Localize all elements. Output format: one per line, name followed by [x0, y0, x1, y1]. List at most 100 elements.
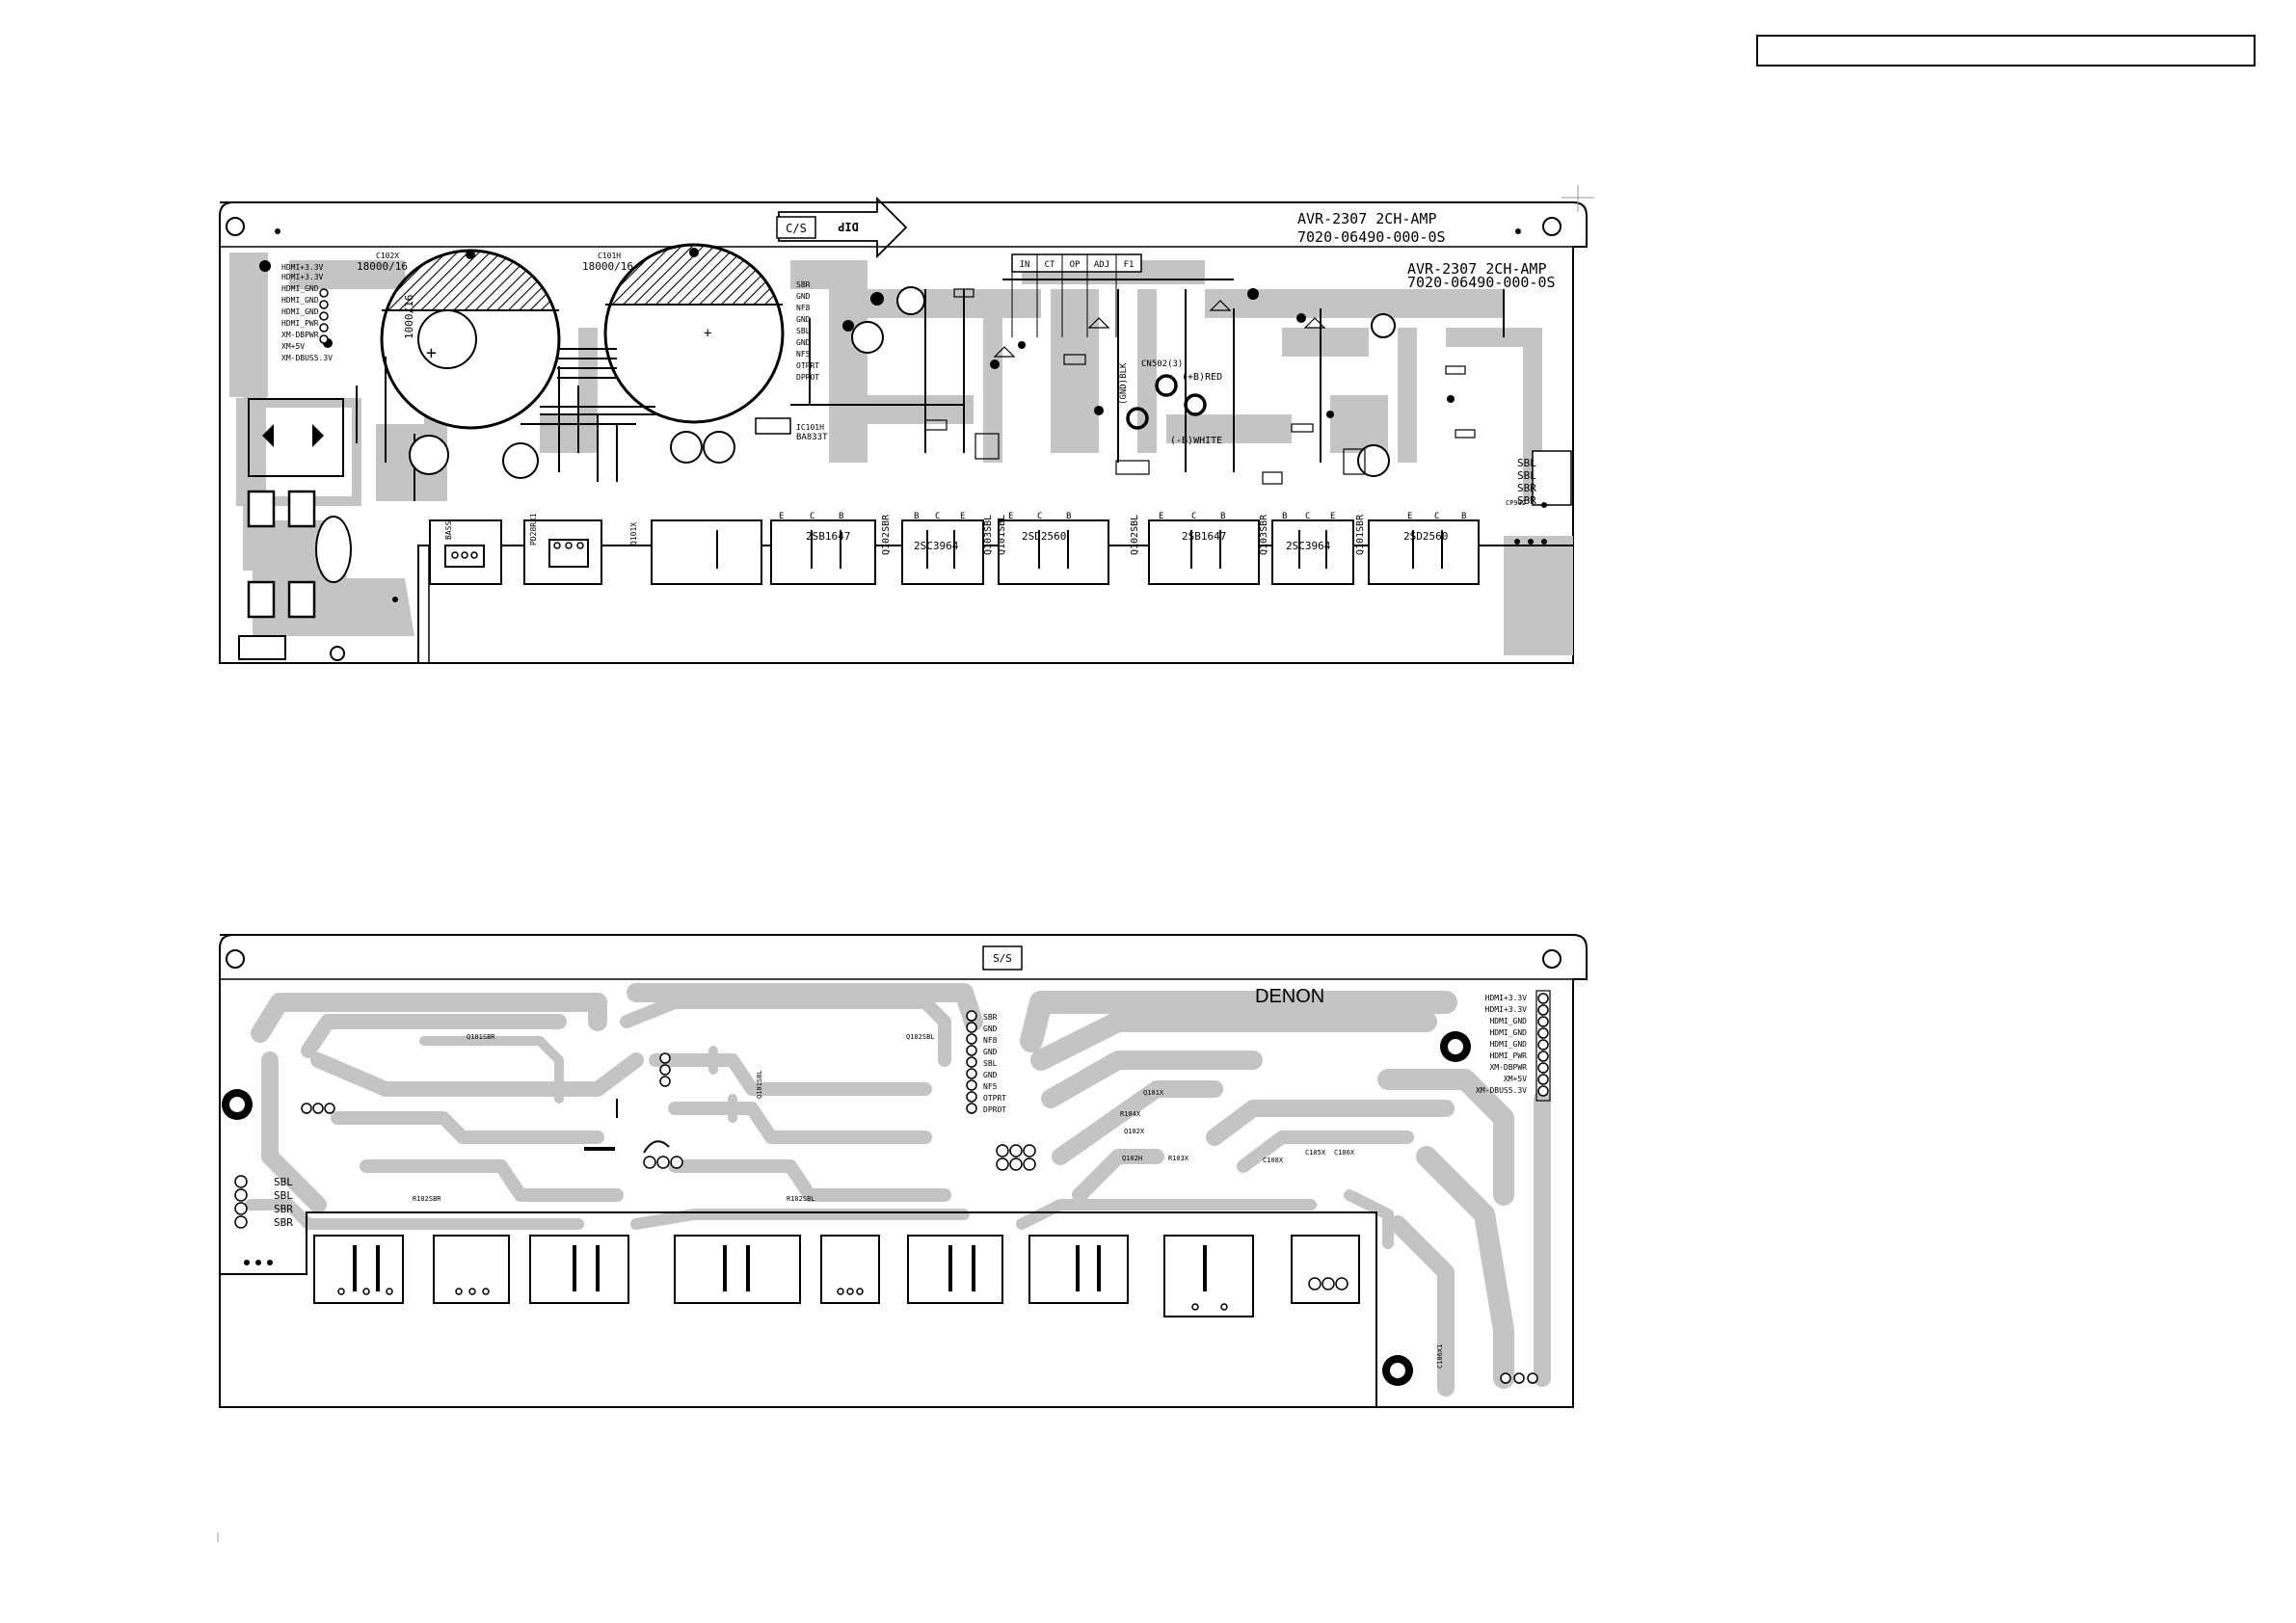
- svg-text:R104X: R104X: [1120, 1110, 1141, 1118]
- svg-text:OTPRT: OTPRT: [796, 361, 819, 370]
- model-label-2: AVR-2307 2CH-AMP: [1407, 260, 1547, 278]
- signal-pin-labels: SBR GND NF8 GND SBL GND NF5 OTPRT DPROT: [796, 280, 819, 382]
- svg-text:B: B: [914, 512, 919, 521]
- svg-text:HDMI_GND: HDMI_GND: [1489, 1017, 1527, 1025]
- svg-text:B: B: [839, 512, 843, 521]
- svg-text:(GND)BLK: (GND)BLK: [1119, 362, 1129, 405]
- svg-text:OP: OP: [1070, 260, 1081, 270]
- svg-text:DIP: DIP: [838, 220, 859, 233]
- svg-text:Q103SBR: Q103SBR: [1259, 514, 1269, 555]
- svg-text:XM-DBPWR: XM-DBPWR: [281, 331, 319, 339]
- svg-text:IN: IN: [1020, 260, 1030, 270]
- svg-text:OTPRT: OTPRT: [983, 1094, 1006, 1103]
- svg-text:C106X1: C106X1: [1436, 1344, 1444, 1369]
- svg-text:SBL: SBL: [1517, 457, 1536, 469]
- svg-text:E: E: [779, 512, 784, 521]
- pad-clusters: [301, 1052, 1538, 1384]
- svg-text:2SD2560: 2SD2560: [1403, 530, 1448, 543]
- part-number-label: 7020-06490-000-0S: [1297, 228, 1446, 246]
- svg-text:HDMI_GND: HDMI_GND: [1489, 1028, 1527, 1037]
- svg-text:Q102SBL: Q102SBL: [1130, 515, 1140, 555]
- svg-text:C: C: [1037, 512, 1042, 521]
- model-label: AVR-2307 2CH-AMP: [1297, 210, 1437, 227]
- svg-text:GND: GND: [983, 1048, 998, 1056]
- svg-text:Q102X: Q102X: [1124, 1128, 1145, 1135]
- svg-text:DPROT: DPROT: [983, 1105, 1006, 1114]
- svg-text:XM-DBPWR: XM-DBPWR: [1489, 1063, 1527, 1072]
- bridge-rectifier: [248, 398, 344, 477]
- svg-text:NF5: NF5: [983, 1082, 998, 1091]
- svg-text:SBL: SBL: [274, 1176, 293, 1188]
- cap-right-ref: C101H: [598, 252, 621, 260]
- svg-text:B: B: [1282, 512, 1287, 521]
- svg-text:Q102SBR: Q102SBR: [881, 514, 892, 555]
- svg-text:ADJ: ADJ: [1094, 260, 1109, 270]
- svg-text:PD28RX1: PD28RX1: [529, 513, 538, 545]
- svg-text:Q103SBL: Q103SBL: [983, 515, 994, 555]
- svg-text:2SC3964: 2SC3964: [1286, 540, 1331, 552]
- svg-text:C: C: [1191, 512, 1196, 521]
- svg-text:Q101X: Q101X: [629, 522, 638, 545]
- svg-text:C108X: C108X: [1263, 1157, 1284, 1164]
- svg-text:HDMI+3.3V: HDMI+3.3V: [1485, 1005, 1528, 1014]
- svg-text:+: +: [426, 343, 437, 363]
- bottom-board: S/S: [219, 934, 1588, 1408]
- right-connector: [1532, 450, 1572, 506]
- svg-text:BA833T: BA833T: [796, 433, 828, 442]
- top-board: C/S DIP AVR-2307 2CH-AMP 7020-06490-000-…: [219, 185, 1594, 664]
- svg-text:SBL: SBL: [983, 1059, 998, 1068]
- svg-text:R103X: R103X: [1168, 1155, 1189, 1162]
- ss-side-label: S/S: [993, 952, 1012, 965]
- small-capacitors: [409, 286, 1396, 479]
- bottom-mount-holes: [222, 1031, 1471, 1386]
- svg-text:SBR: SBR: [274, 1203, 293, 1215]
- svg-text:SBR: SBR: [274, 1216, 293, 1229]
- brand-logo: DENON: [1255, 986, 1324, 1007]
- svg-text:SBR: SBR: [983, 1013, 998, 1022]
- svg-text:B: B: [1220, 512, 1225, 521]
- svg-text:SBL: SBL: [274, 1189, 293, 1202]
- mount-hole: [1542, 217, 1562, 236]
- svg-text:E: E: [1330, 512, 1335, 521]
- left-pin-labels: HDMI+3.3V HDMI+3.3V HDMI_GND HDMI_GND HD…: [281, 263, 333, 362]
- svg-text:E: E: [960, 512, 965, 521]
- svg-text:C: C: [810, 512, 814, 521]
- svg-text:HDMI_PWR: HDMI_PWR: [281, 319, 319, 328]
- svg-text:NF8: NF8: [983, 1036, 998, 1045]
- svg-text:NF8: NF8: [796, 304, 811, 312]
- svg-text:Q101X: Q101X: [1143, 1089, 1164, 1097]
- left-pin-labels-bottom: SBL SBL SBR SBR: [234, 1175, 293, 1229]
- svg-text:C: C: [1305, 512, 1310, 521]
- svg-text:SBL: SBL: [1517, 469, 1536, 482]
- bottom-transistor-footprints: [313, 1235, 1360, 1317]
- svg-text:IC101H: IC101H: [796, 423, 824, 432]
- svg-text:Q101SBL: Q101SBL: [997, 515, 1007, 555]
- svg-text:SBR: SBR: [1517, 482, 1536, 494]
- svg-text:HDMI_GND: HDMI_GND: [281, 307, 319, 316]
- svg-text:2SD2560: 2SD2560: [1022, 530, 1066, 543]
- transistor-labels: BASS PD28RX1 Q101X 2SB1647 Q102SBR 2SC39…: [444, 513, 1448, 555]
- svg-text:CP992: CP992: [1506, 499, 1526, 507]
- cap-left-ref: C102X: [376, 252, 399, 260]
- svg-text:(+B)RED: (+B)RED: [1182, 372, 1222, 383]
- svg-text:B: B: [1461, 512, 1466, 521]
- svg-text:Q101SBR: Q101SBR: [467, 1033, 495, 1041]
- header-box: [1756, 35, 2256, 67]
- svg-text:SBL: SBL: [796, 327, 811, 335]
- svg-text:Q102SBL: Q102SBL: [906, 1033, 935, 1041]
- mount-hole: [226, 217, 245, 236]
- svg-text:XM+5V: XM+5V: [281, 342, 305, 351]
- adjustment-box: IN CT OP ADJ F1: [1011, 253, 1142, 337]
- svg-text:R102SBR: R102SBR: [413, 1195, 441, 1203]
- svg-text:2SC3964: 2SC3964: [914, 540, 959, 552]
- center-pin-labels: SBR GND NF8 GND SBL GND NF5 OTPRT DPROT: [966, 1010, 1006, 1114]
- part-number-label-2: 7020-06490-000-0S: [1407, 274, 1556, 291]
- svg-text:GND: GND: [796, 315, 811, 324]
- svg-text:CN502(3): CN502(3): [1141, 359, 1183, 369]
- svg-text:F1: F1: [1124, 260, 1135, 270]
- svg-text:E: E: [1008, 512, 1013, 521]
- svg-text:CT: CT: [1045, 260, 1055, 270]
- svg-text:GND: GND: [796, 292, 811, 301]
- svg-text:HDMI_GND: HDMI_GND: [1489, 1040, 1527, 1049]
